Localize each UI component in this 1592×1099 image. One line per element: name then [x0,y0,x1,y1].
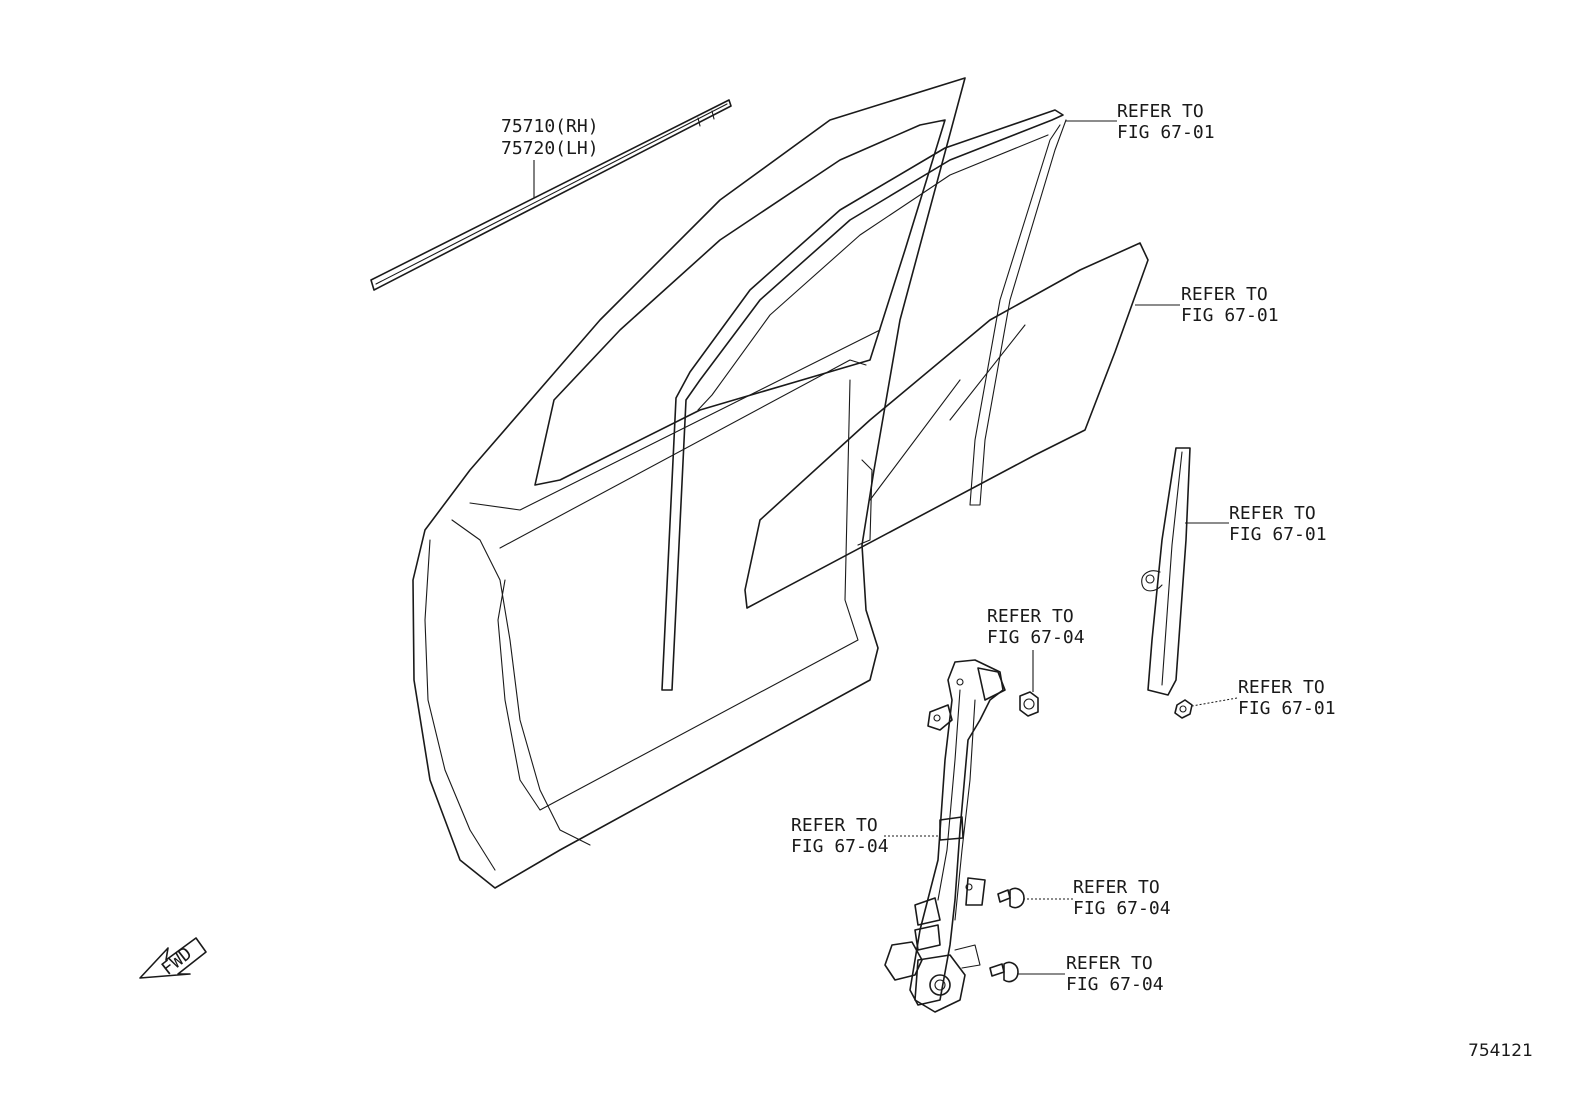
fwd-arrow-icon: FWD [139,937,207,980]
sash-clip [1174,699,1193,719]
front-door-panel [412,77,966,889]
ref-3-line2: FIG 67-01 [1229,524,1327,545]
ref-8-line1: REFER TO [1066,953,1153,974]
ref-1-line2: FIG 67-01 [1117,122,1215,143]
ref-6-line2: FIG 67-04 [791,836,889,857]
ref-6-line1: REFER TO [791,815,878,836]
ref-1-line1: REFER TO [1117,101,1204,122]
rear-lower-sash [1141,447,1191,696]
ref-4-line1: REFER TO [1238,677,1325,698]
ref-5-line1: REFER TO [987,606,1074,627]
ref-7-line2: FIG 67-04 [1073,898,1171,919]
ref-8-line2: FIG 67-04 [1066,974,1164,995]
ref-4-line2: FIG 67-01 [1238,698,1336,719]
ref-5-line2: FIG 67-04 [987,627,1085,648]
regulator-bolt-upper [997,887,1025,909]
ref-2-line1: REFER TO [1181,284,1268,305]
door-glass [744,242,1149,609]
figure-id: 754121 [1468,1041,1533,1061]
ref-2-line2: FIG 67-01 [1181,305,1279,326]
regulator-bolt-lower [989,961,1019,983]
leader-lines [533,120,1238,975]
ref-7-line1: REFER TO [1073,877,1160,898]
ref-3-line1: REFER TO [1229,503,1316,524]
window-frame-run [661,109,1067,691]
regulator-nut [1019,691,1039,717]
belt-moulding [370,99,732,291]
part-number-lh: 75720(LH) [501,138,599,159]
window-regulator [884,659,1006,1013]
part-number-rh: 75710(RH) [501,116,599,137]
